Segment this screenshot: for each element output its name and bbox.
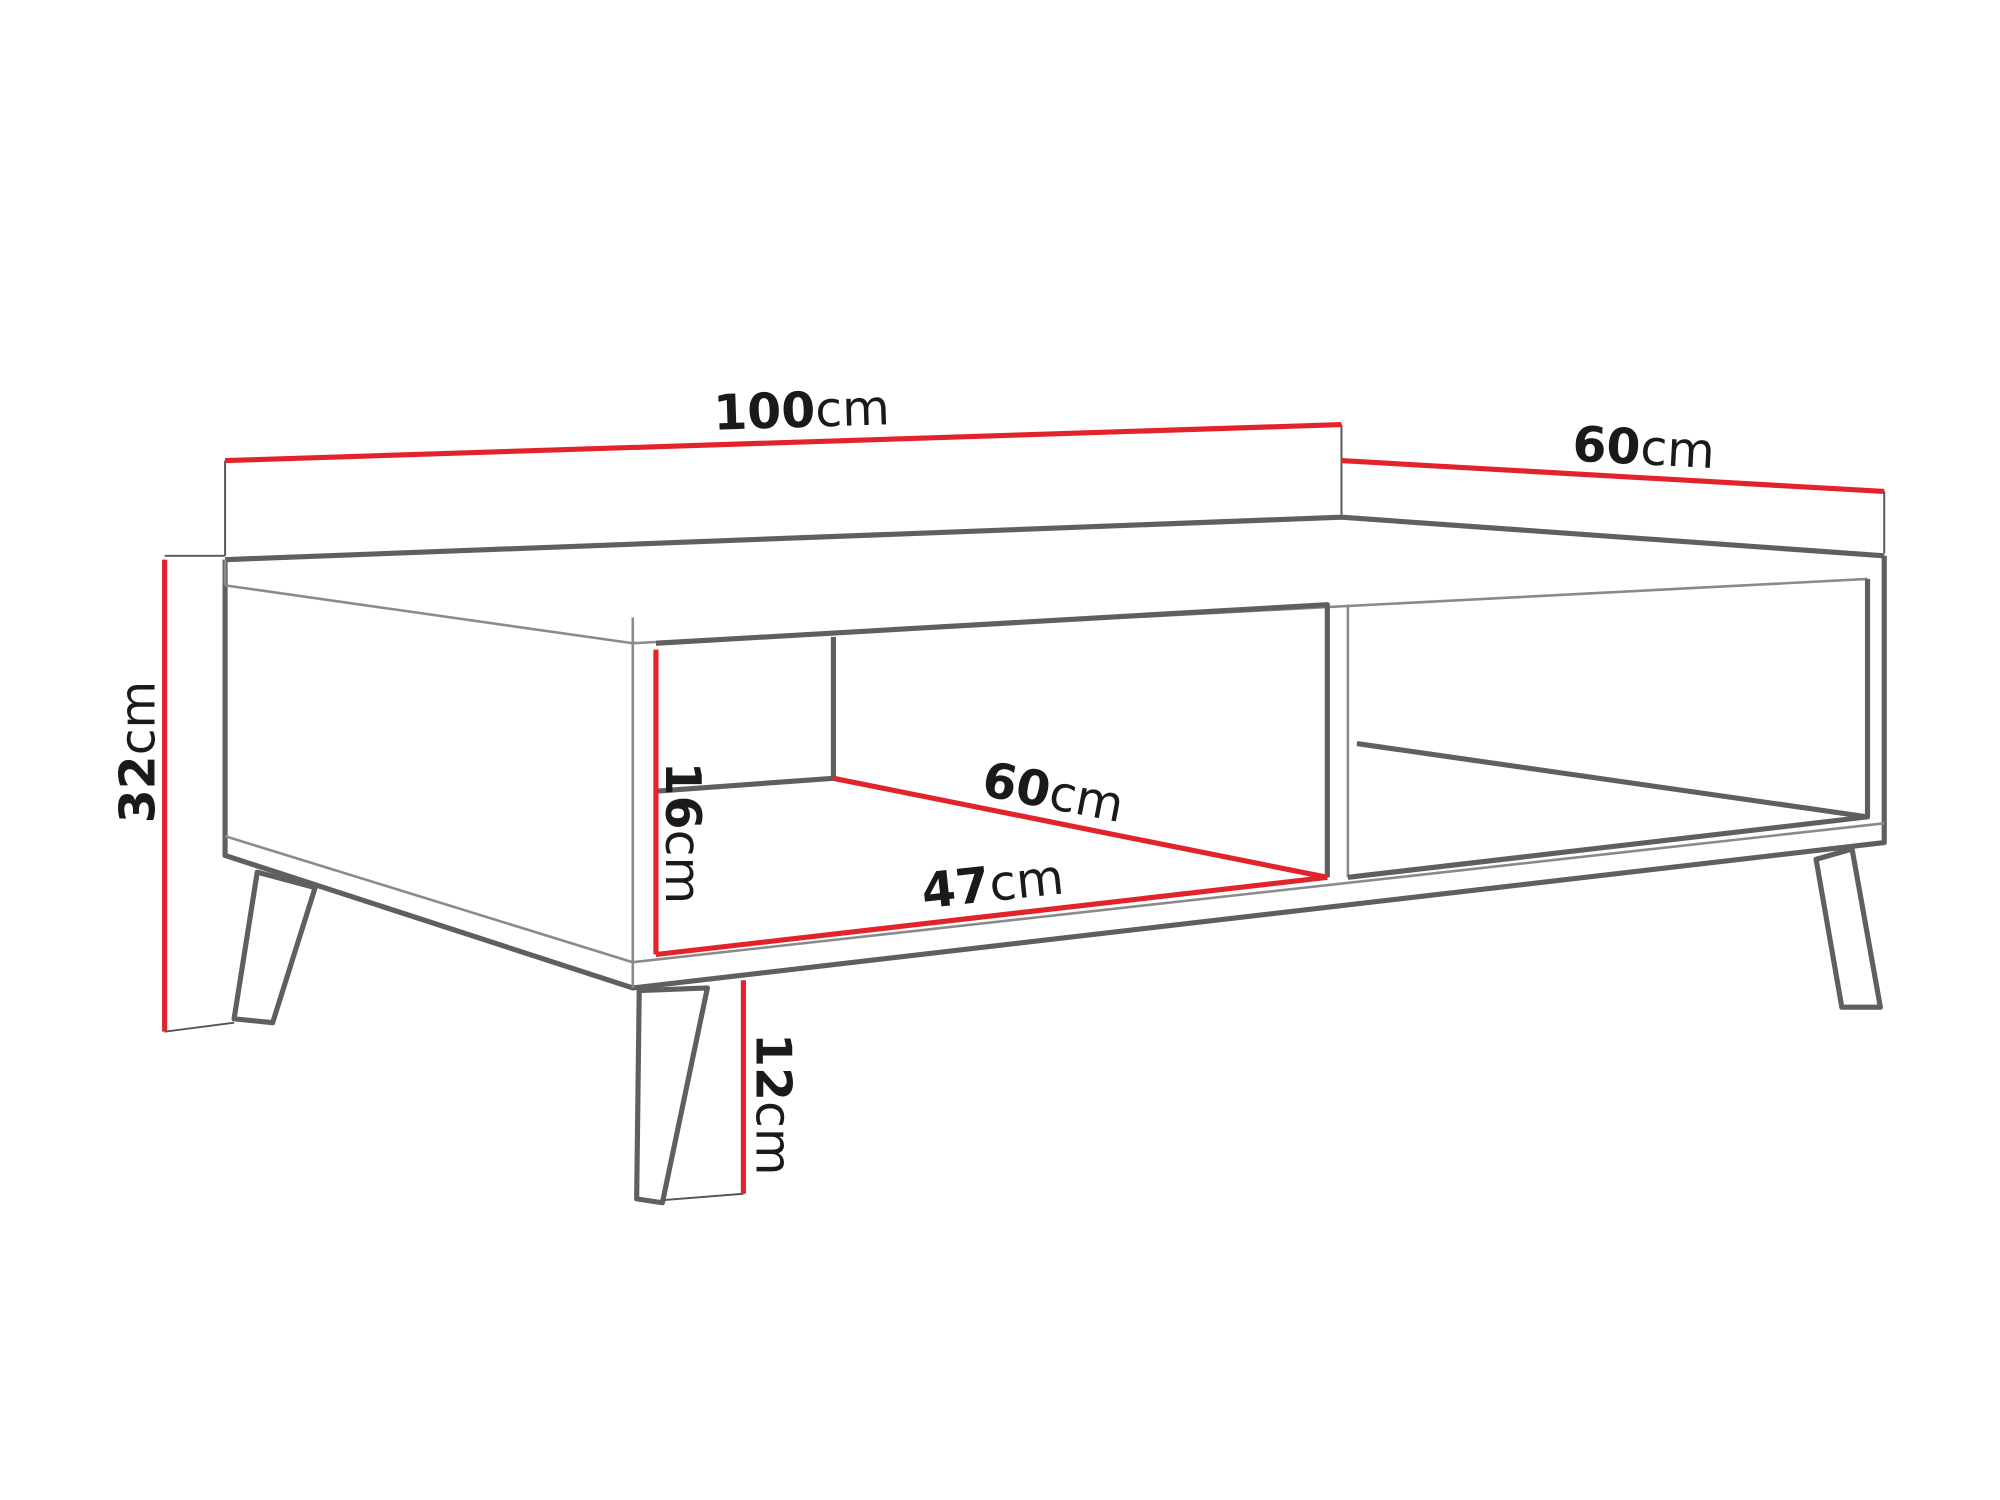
- dimension-lines: [162, 422, 1885, 1194]
- leg-right: [1813, 846, 1883, 1010]
- leg-height-label: 12cm: [744, 1033, 801, 1175]
- shelf-depth-label: 60cm: [978, 751, 1129, 834]
- depth-line: [1341, 458, 1885, 495]
- table-outline: [222, 514, 1887, 991]
- shelf-depth-line: [832, 775, 1328, 880]
- width-line: [224, 422, 1342, 464]
- leg-left: [231, 869, 318, 1026]
- dimension-labels: 100cm 60cm 32cm 12cm 16cm 60cm 47cm: [109, 379, 1716, 1175]
- height-label: 32cm: [109, 681, 166, 823]
- shelf-width-line: [655, 874, 1328, 958]
- leg-front: [634, 985, 710, 1206]
- table-legs: [231, 846, 1883, 1206]
- depth-label: 60cm: [1571, 416, 1716, 480]
- shelf-width-label: 47cm: [919, 849, 1067, 921]
- extension-lines: [164, 424, 1886, 1202]
- width-label: 100cm: [712, 379, 890, 442]
- shelf-height-label: 16cm: [654, 762, 711, 904]
